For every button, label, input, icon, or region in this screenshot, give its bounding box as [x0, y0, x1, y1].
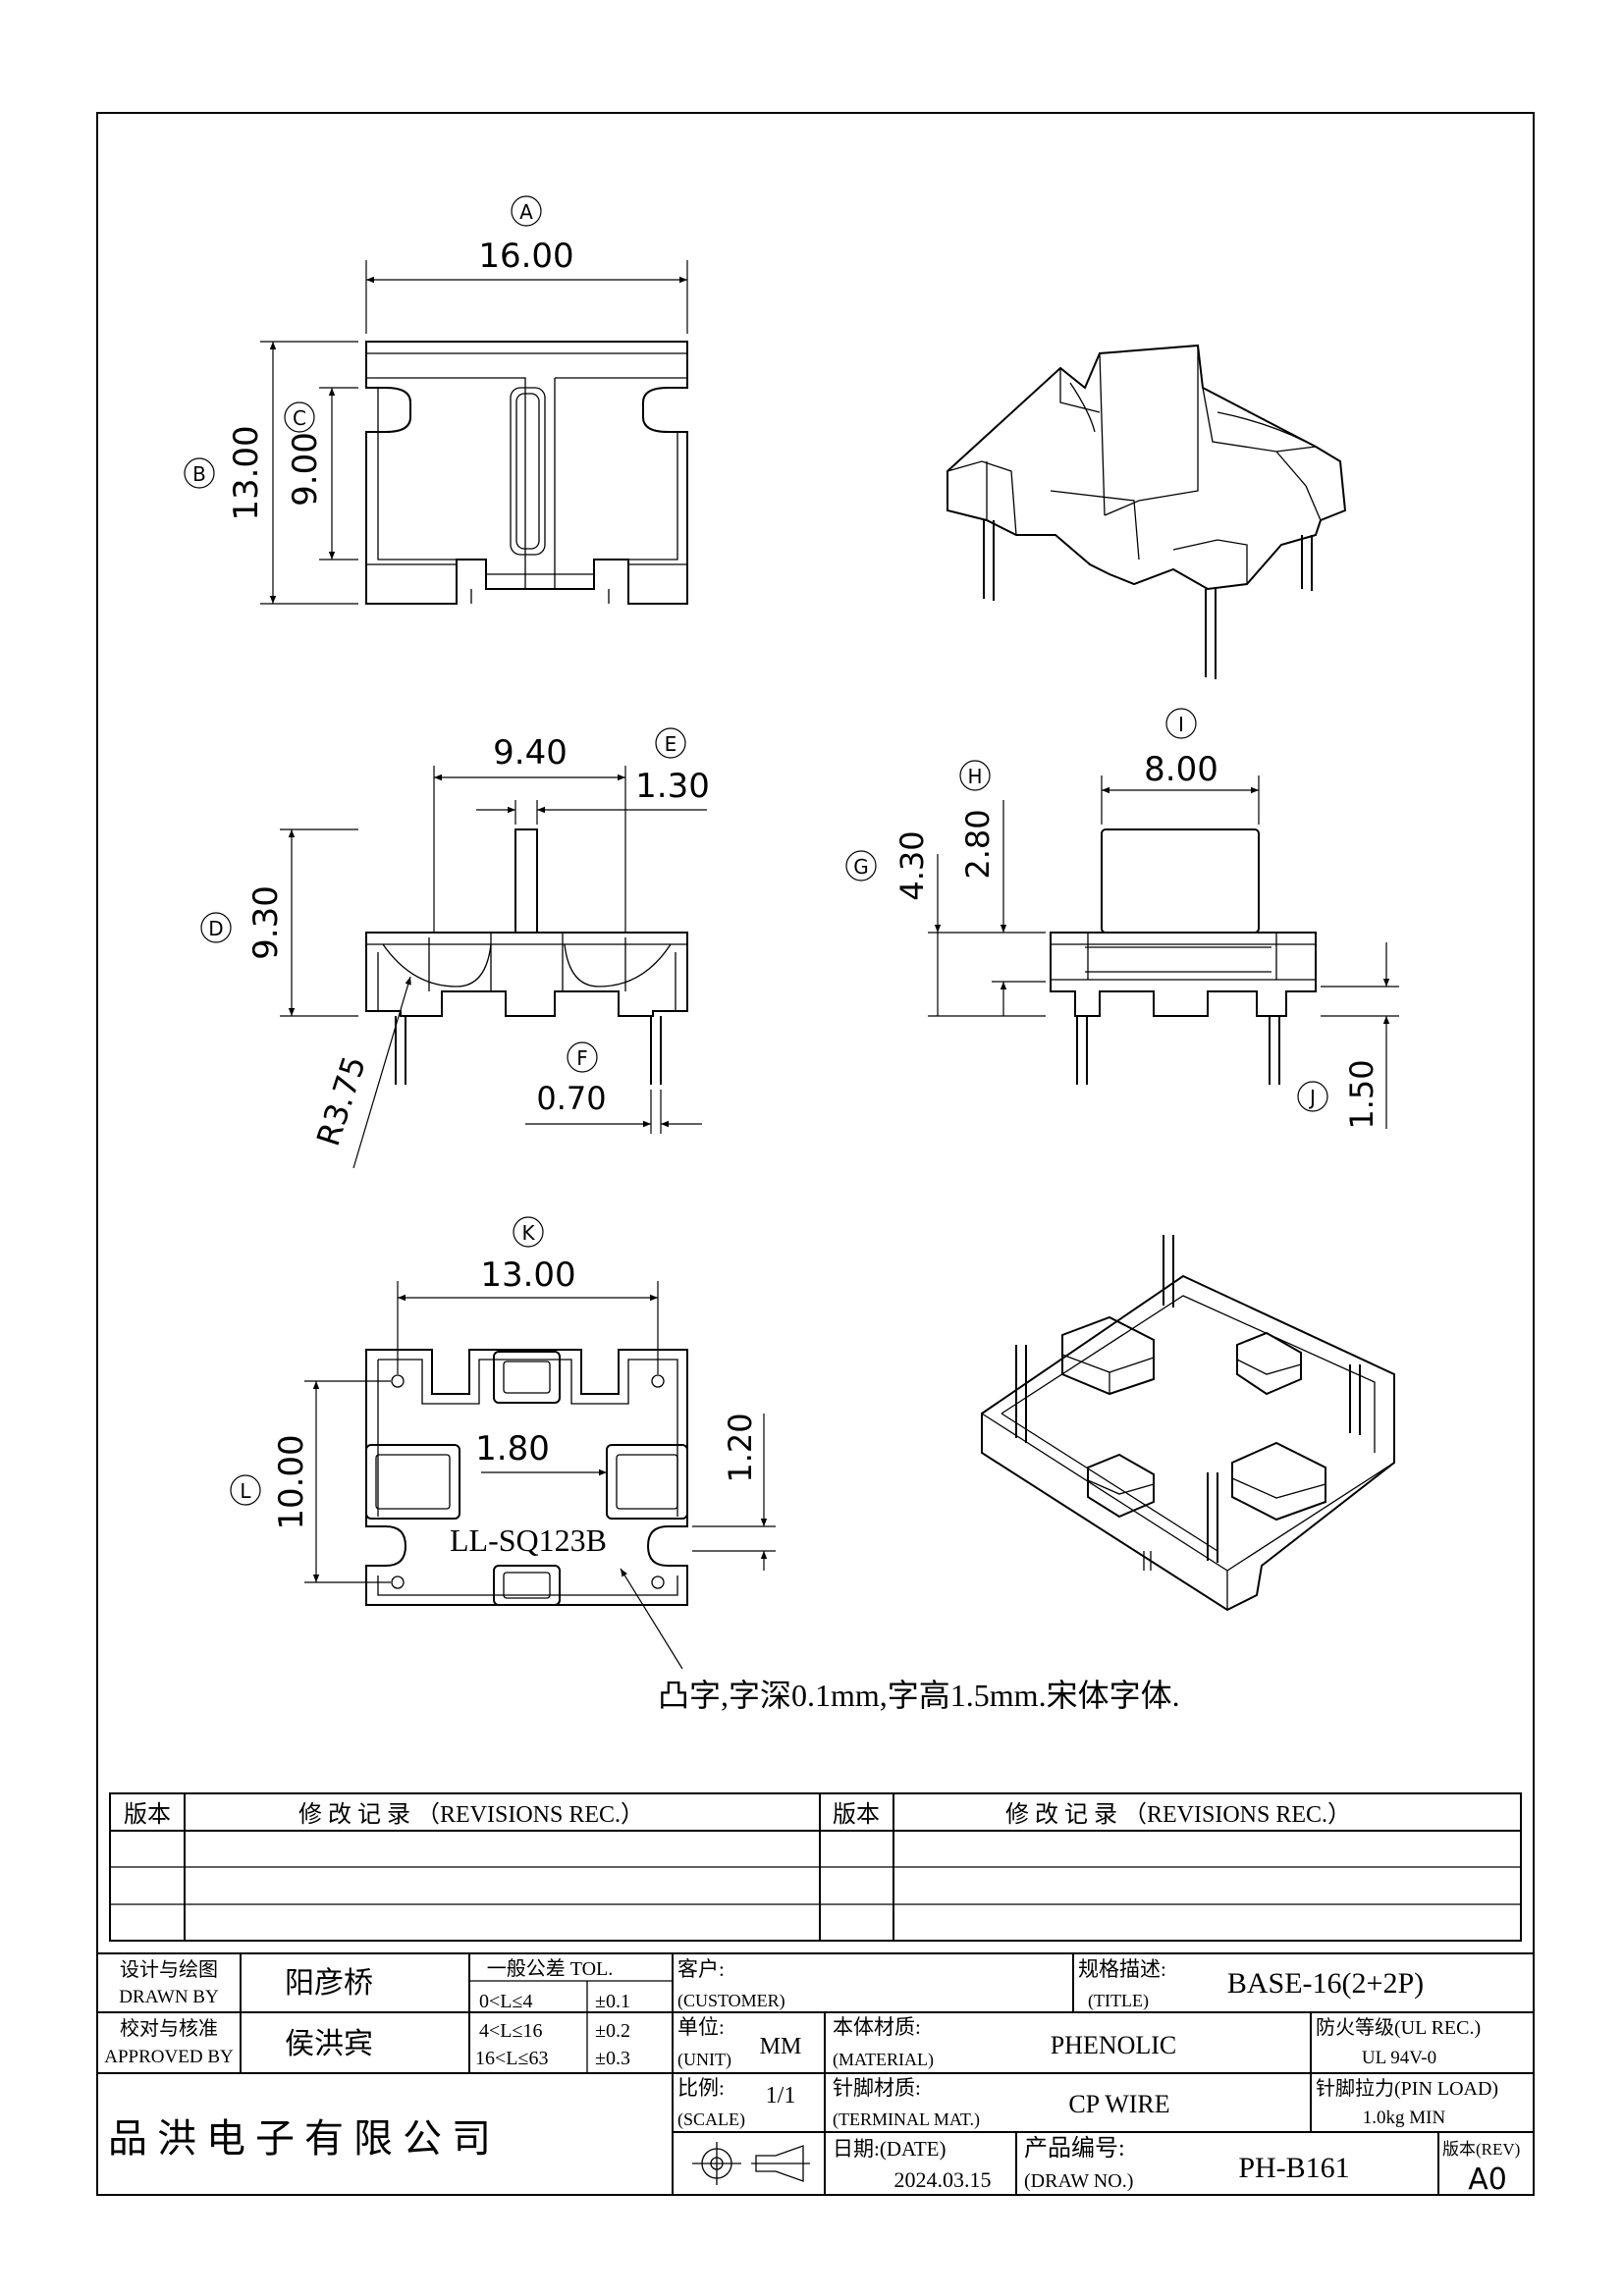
unit-value: MM [760, 2034, 802, 2059]
approved-by-label-en: APPROVED BY [104, 2047, 234, 2067]
title-label-cn: 规格描述: [1078, 1957, 1166, 1981]
pinload-value: 1.0kg MIN [1363, 2108, 1446, 2128]
unit-label-en: (UNIT) [677, 2050, 731, 2070]
terminal-label-cn: 针脚材质: [833, 2076, 921, 2100]
title-label-en: (TITLE) [1088, 1991, 1149, 2011]
dim-i: 8.00 [1144, 750, 1218, 789]
dim-c: 9.00 [286, 432, 325, 507]
dim-h: 2.80 [959, 809, 997, 879]
balloon-f: F [576, 1046, 588, 1070]
dim-l: 10.00 [272, 1434, 311, 1529]
date-value: 2024.03.15 [894, 2167, 992, 2192]
tol-range-2: 4<L≤16 [479, 2020, 542, 2042]
title-block: 设计与绘图 DRAWN BY 阳彦桥 校对与核准 APPROVED BY 侯洪宾… [97, 1952, 1534, 2197]
balloon-k: K [521, 1221, 535, 1245]
rev-col-right: 版本 [833, 1801, 880, 1828]
drawn-by-label-en: DRAWN BY [119, 1987, 219, 2007]
marking-note: 凸字,字深0.1mm,字高1.5mm.宋体字体. [658, 1678, 1180, 1713]
dim-g: 4.30 [893, 830, 931, 900]
iso-view-top [947, 344, 1347, 679]
material-label-en: (MATERIAL) [833, 2050, 934, 2070]
drawno-label-cn: 产品编号: [1024, 2135, 1125, 2162]
drawn-by-label-cn: 设计与绘图 [120, 1958, 218, 1981]
tol-value-2: ±0.2 [595, 2020, 630, 2042]
pinload-label: 针脚拉力(PIN LOAD) [1316, 2077, 1498, 2100]
balloon-e: E [665, 732, 677, 756]
rev-col-left: 版本 [124, 1801, 171, 1828]
front-view: D 9.30 9.40 E 1.30 F 0.70 R3.75 [200, 727, 710, 1169]
tol-value-3: ±0.3 [595, 2048, 630, 2069]
ul-label: 防火等级(UL REC.) [1316, 2016, 1481, 2039]
dim-d: 9.30 [246, 885, 286, 960]
balloon-b: B [192, 462, 206, 486]
scale-label-cn: 比例: [677, 2076, 725, 2100]
terminal-value: CP WIRE [1068, 2090, 1169, 2118]
sheet-border [96, 112, 1535, 2196]
customer-label-cn: 客户: [677, 1957, 725, 1981]
drawno-label-en: (DRAW NO.) [1024, 2170, 1133, 2192]
tol-range-3: 16<L≤63 [475, 2048, 548, 2069]
date-label: 日期:(DATE) [833, 2137, 946, 2161]
dim-pad: 1.20 [722, 1413, 759, 1482]
dim-f: 0.70 [536, 1080, 606, 1117]
bottom-view: K 13.00 L 10.00 1.80 1.20 LL-SQ123B 凸字,字… [230, 1216, 1180, 1713]
dim-a: 16.00 [478, 237, 573, 276]
tol-range-1: 0<L≤4 [479, 1991, 532, 2012]
projection-symbol-icon [692, 2142, 810, 2185]
part-marking: LL-SQ123B [450, 1522, 607, 1558]
balloon-c: C [293, 406, 306, 430]
dim-k: 13.00 [480, 1255, 575, 1295]
balloon-d: D [208, 917, 223, 940]
tol-value-1: ±0.1 [595, 1991, 630, 2012]
approved-by-label-cn: 校对与核准 [120, 2017, 218, 2040]
material-value: PHENOLIC [1051, 2031, 1177, 2059]
title-value: BASE-16(2+2P) [1227, 1967, 1424, 2000]
dim-center-distance: 9.40 [493, 733, 568, 773]
revisions-table: 版本 修 改 记 录 （REVISIONS REC.） 版本 修 改 记 录 （… [109, 1792, 1522, 1942]
material-label-cn: 本体材质: [833, 2015, 921, 2039]
rev-rec-col-left: 修 改 记 录 （REVISIONS REC.） [298, 1801, 644, 1828]
balloon-i: I [1178, 713, 1184, 736]
dim-e: 1.30 [635, 767, 710, 806]
drawn-by-name: 阳彦桥 [285, 1967, 373, 2000]
unit-label-cn: 单位: [677, 2015, 725, 2039]
dim-j: 1.50 [1343, 1059, 1380, 1129]
company-name: 品 洪 电 子 有 限 公 司 [108, 2116, 491, 2161]
rev-value: A0 [1468, 2163, 1507, 2197]
dim-b: 13.00 [227, 425, 266, 520]
balloon-l: L [240, 1479, 251, 1503]
customer-label-en: (CUSTOMER) [677, 1991, 785, 2011]
approved-by-name: 侯洪宾 [285, 2028, 373, 2060]
rev-rec-col-right: 修 改 记 录 （REVISIONS REC.） [1005, 1801, 1351, 1828]
rev-label: 版本(REV) [1442, 2140, 1520, 2159]
dim-pitch: 1.80 [475, 1429, 550, 1468]
scale-label-en: (SCALE) [677, 2109, 745, 2130]
balloon-a: A [519, 200, 533, 224]
scale-value: 1/1 [766, 2083, 796, 2109]
ul-value: UL 94V-0 [1362, 2048, 1436, 2068]
terminal-label-en: (TERMINAL MAT.) [833, 2109, 980, 2130]
tol-title: 一般公差 TOL. [487, 1957, 614, 1980]
side-view: I 8.00 G 4.30 H 2.80 J 1.50 [845, 708, 1399, 1130]
balloon-h: H [967, 765, 982, 788]
drawno-value: PH-B161 [1238, 2152, 1349, 2184]
iso-view-bottom [981, 1235, 1395, 1612]
balloon-g: G [853, 855, 869, 879]
top-view: A 16.00 B 13.00 C 9.00 [184, 195, 688, 605]
balloon-j: J [1308, 1086, 1316, 1109]
